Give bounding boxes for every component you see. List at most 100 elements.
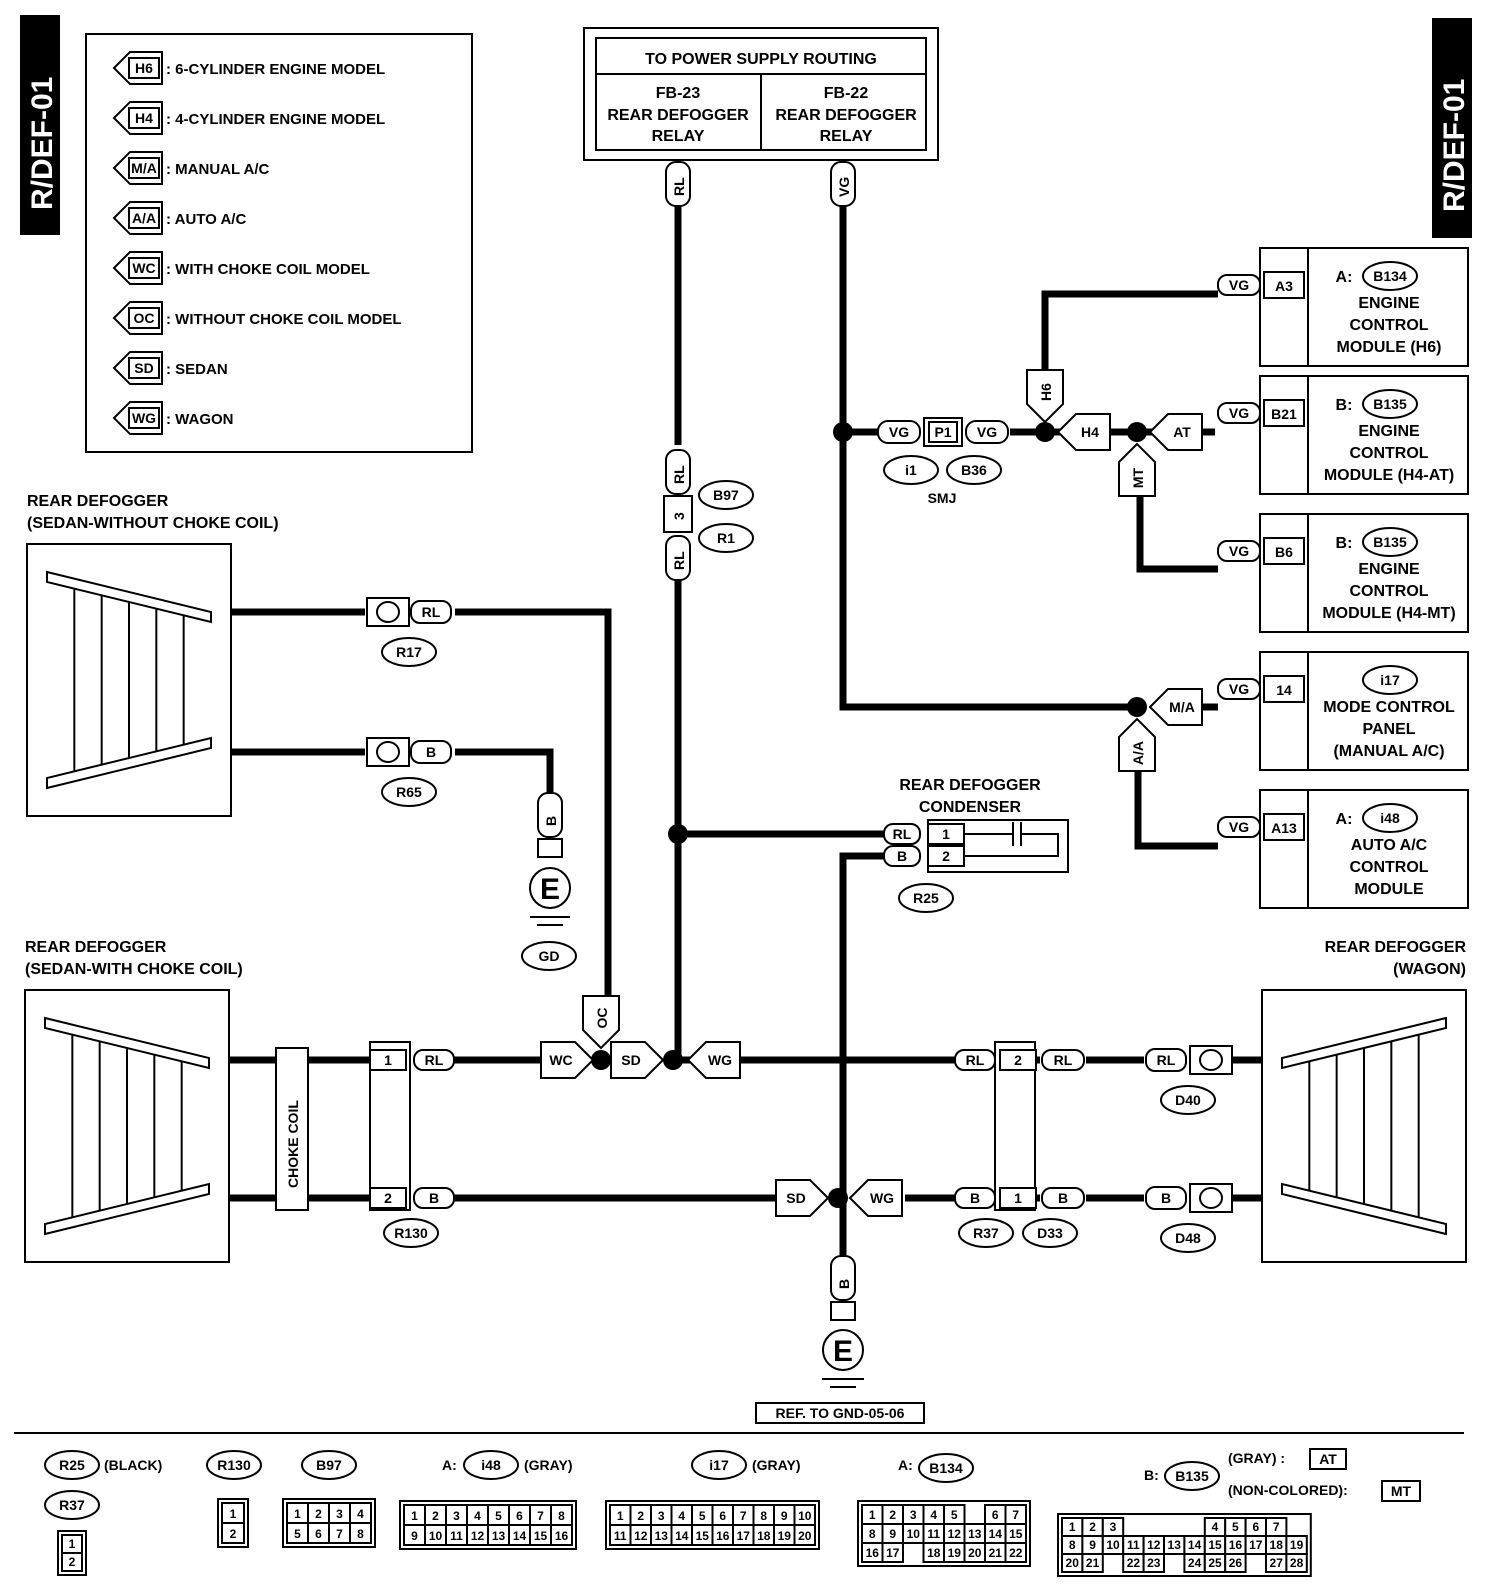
connector-r130-block: 1 2 RL B R130 bbox=[369, 1041, 455, 1248]
svg-text:B: B bbox=[970, 1190, 980, 1206]
bottom-b97 bbox=[301, 1450, 357, 1480]
svg-text:B134: B134 bbox=[929, 1460, 963, 1476]
bottom-r37 bbox=[44, 1490, 100, 1520]
svg-text:17: 17 bbox=[886, 1546, 900, 1560]
svg-text:7: 7 bbox=[1012, 1508, 1019, 1522]
module-label: ENGINE bbox=[1358, 423, 1420, 440]
svg-text:18: 18 bbox=[757, 1529, 771, 1543]
svg-text:(NON-COLORED):: (NON-COLORED): bbox=[1228, 1482, 1348, 1498]
module-label: PANEL bbox=[1362, 721, 1415, 738]
svg-text:2: 2 bbox=[942, 848, 950, 864]
connector-r1: R1 bbox=[717, 530, 735, 546]
svg-text:B97: B97 bbox=[316, 1457, 342, 1473]
svg-text:1: 1 bbox=[617, 1509, 624, 1523]
module-pin: B21 bbox=[1271, 406, 1297, 422]
svg-text:B135: B135 bbox=[1175, 1468, 1209, 1484]
connector-r130: R130 bbox=[394, 1225, 428, 1241]
svg-text:B: B bbox=[543, 816, 559, 826]
svg-text:11: 11 bbox=[927, 1527, 940, 1541]
choke-coil: CHOKE COIL bbox=[275, 1047, 309, 1211]
svg-text:CONDENSER: CONDENSER bbox=[919, 799, 1022, 816]
svg-text:B: B bbox=[836, 1279, 852, 1289]
svg-text:MT: MT bbox=[1391, 1483, 1412, 1499]
defogger-label: REAR DEFOGGER bbox=[25, 939, 167, 956]
connector-i1: i1 bbox=[905, 462, 917, 478]
svg-text:5: 5 bbox=[1232, 1520, 1239, 1534]
svg-text:20: 20 bbox=[968, 1546, 982, 1560]
svg-text:4: 4 bbox=[357, 1507, 364, 1521]
svg-text:(GRAY): (GRAY) bbox=[524, 1457, 573, 1473]
defogger-label: REAR DEFOGGER bbox=[1325, 939, 1467, 956]
svg-text:11: 11 bbox=[1127, 1538, 1140, 1552]
svg-text:3: 3 bbox=[671, 512, 687, 520]
fb23-name: REAR DEFOGGER bbox=[607, 107, 749, 124]
svg-text:RL: RL bbox=[893, 826, 912, 842]
module-connector: B134 bbox=[1373, 268, 1407, 284]
svg-text:18: 18 bbox=[1270, 1538, 1284, 1552]
defogger-label: (WAGON) bbox=[1393, 961, 1466, 978]
legend-code: WC bbox=[132, 260, 155, 276]
legend-code: WG bbox=[132, 410, 156, 426]
svg-text:14: 14 bbox=[513, 1529, 527, 1543]
ground-symbol-gd: E bbox=[540, 873, 560, 906]
svg-text:5: 5 bbox=[951, 1508, 958, 1522]
module-label: (MANUAL A/C) bbox=[1333, 743, 1444, 760]
junctions bbox=[591, 422, 1147, 1208]
svg-text:AT: AT bbox=[1173, 424, 1191, 440]
flag-mt: MT bbox=[1118, 442, 1156, 497]
svg-text:20: 20 bbox=[798, 1529, 812, 1543]
svg-text:4: 4 bbox=[474, 1509, 481, 1523]
svg-text:B:: B: bbox=[1336, 397, 1353, 414]
svg-text:R130: R130 bbox=[217, 1457, 251, 1473]
svg-text:20: 20 bbox=[1066, 1556, 1080, 1570]
svg-text:7: 7 bbox=[1273, 1520, 1280, 1534]
module-label: MODE CONTROL bbox=[1323, 699, 1455, 716]
module-pin: A3 bbox=[1275, 278, 1293, 294]
svg-text:11: 11 bbox=[450, 1529, 463, 1543]
legend-code: SD bbox=[134, 360, 153, 376]
ground-main: B E REF. TO GND-05-06 bbox=[755, 1255, 925, 1424]
svg-text:A:: A: bbox=[898, 1457, 913, 1473]
module-connector: i17 bbox=[1380, 672, 1400, 688]
module-pin: A13 bbox=[1271, 820, 1297, 836]
svg-text:7: 7 bbox=[537, 1509, 544, 1523]
connector-r25: R25 bbox=[913, 890, 939, 906]
svg-text:WG: WG bbox=[708, 1052, 732, 1068]
svg-text:8: 8 bbox=[1069, 1538, 1076, 1552]
svg-text:7: 7 bbox=[740, 1509, 747, 1523]
svg-text:21: 21 bbox=[989, 1546, 1003, 1560]
svg-text:R37: R37 bbox=[59, 1497, 85, 1513]
svg-text:RL: RL bbox=[1157, 1052, 1176, 1068]
module-label: MODULE (H4-AT) bbox=[1324, 467, 1454, 484]
svg-text:H6: H6 bbox=[1038, 383, 1054, 401]
svg-text:2: 2 bbox=[432, 1509, 439, 1523]
defogger-label: (SEDAN-WITH CHOKE COIL) bbox=[25, 961, 243, 978]
svg-text:WG: WG bbox=[870, 1190, 894, 1206]
svg-text:i48: i48 bbox=[481, 1457, 501, 1473]
svg-text:SD: SD bbox=[786, 1190, 805, 1206]
module-label: CONTROL bbox=[1349, 317, 1428, 334]
flag-h4: H4 bbox=[1056, 413, 1111, 451]
flag-oc: OC bbox=[582, 995, 620, 1050]
svg-text:13: 13 bbox=[968, 1527, 982, 1541]
ground-gd: B E GD bbox=[521, 792, 577, 971]
bottom-i17 bbox=[691, 1450, 747, 1480]
defogger-wagon: REAR DEFOGGER (WAGON) bbox=[1261, 939, 1467, 1263]
connector-b36: B36 bbox=[961, 462, 987, 478]
legend-text: : MANUAL A/C bbox=[166, 161, 269, 178]
title-bar-left bbox=[20, 15, 60, 235]
svg-text:(BLACK): (BLACK) bbox=[104, 1457, 162, 1473]
svg-text:1: 1 bbox=[294, 1507, 301, 1521]
flag-ma: M/A bbox=[1148, 688, 1203, 726]
face-r25-r37: 12 bbox=[57, 1530, 87, 1576]
svg-text:10: 10 bbox=[798, 1509, 812, 1523]
svg-text:B: B bbox=[426, 744, 436, 760]
legend-row: SD: SEDAN bbox=[112, 351, 228, 385]
